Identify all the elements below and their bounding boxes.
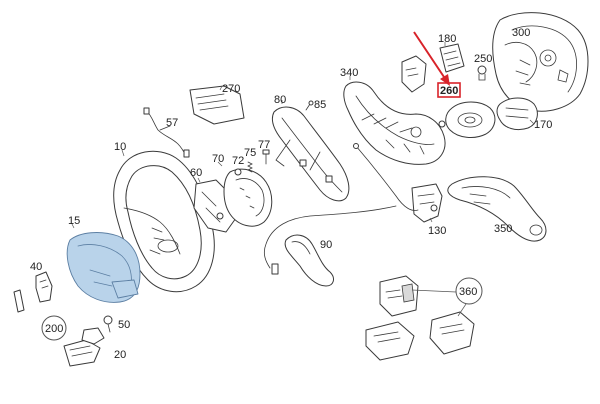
part-180-switch[interactable] — [401, 42, 465, 93]
label-72: 72 — [232, 155, 244, 167]
label-77: 77 — [258, 139, 270, 151]
label-130: 130 — [428, 225, 446, 237]
label-50: 50 — [118, 319, 130, 331]
part-57-cable[interactable] — [143, 107, 190, 158]
part-90-paddle[interactable] — [284, 234, 334, 287]
label-170: 170 — [534, 119, 552, 131]
label-85: 85 — [314, 99, 326, 111]
red-arrow-icon — [413, 31, 447, 81]
part-40-clip[interactable] — [13, 271, 53, 313]
part-350-trim[interactable] — [447, 176, 547, 242]
label-70: 70 — [212, 153, 224, 165]
part-85-screw[interactable] — [305, 100, 314, 111]
part-300-airbag[interactable] — [492, 12, 589, 112]
label-200: 200 — [45, 323, 63, 335]
part-72-nut[interactable] — [234, 168, 242, 176]
label-300: 300 — [512, 27, 530, 39]
part-77-bolt[interactable] — [262, 149, 270, 165]
label-60: 60 — [190, 167, 202, 179]
part-50-screw[interactable] — [103, 315, 113, 333]
label-75: 75 — [244, 147, 256, 159]
part-75-spring[interactable] — [247, 161, 253, 173]
part-130-bracket[interactable] — [411, 183, 443, 223]
label-15: 15 — [68, 215, 80, 227]
part-360-switch-group[interactable] — [365, 275, 475, 361]
part-170-switch[interactable] — [496, 97, 538, 131]
label-270: 270 — [222, 83, 240, 95]
wiring-harness — [263, 143, 419, 275]
circle-360-icon — [455, 277, 483, 305]
label-260[interactable]: 260 — [440, 85, 458, 97]
label-20: 20 — [114, 349, 126, 361]
label-180: 180 — [438, 33, 456, 45]
part-70-ring[interactable] — [217, 161, 273, 227]
label-90: 90 — [320, 239, 332, 251]
label-80: 80 — [274, 94, 286, 106]
label-250: 250 — [474, 53, 492, 65]
part-260-clockspring[interactable] — [438, 101, 496, 138]
label-10: 10 — [114, 141, 126, 153]
part-200-switch[interactable] — [63, 327, 105, 367]
part-10-steering-wheel[interactable] — [113, 149, 215, 293]
part-340-frame[interactable] — [343, 76, 446, 165]
circle-200-icon — [41, 315, 67, 341]
part-250-screw[interactable] — [477, 65, 487, 81]
label-57: 57 — [166, 117, 178, 129]
part-270-module[interactable] — [189, 85, 245, 125]
part-80-frame[interactable] — [271, 100, 350, 202]
highlight-box-260 — [437, 82, 461, 98]
label-340: 340 — [340, 67, 358, 79]
label-350: 350 — [494, 223, 512, 235]
label-40: 40 — [30, 261, 42, 273]
part-15-lower-cover[interactable] — [66, 223, 141, 303]
label-360: 360 — [459, 286, 477, 298]
